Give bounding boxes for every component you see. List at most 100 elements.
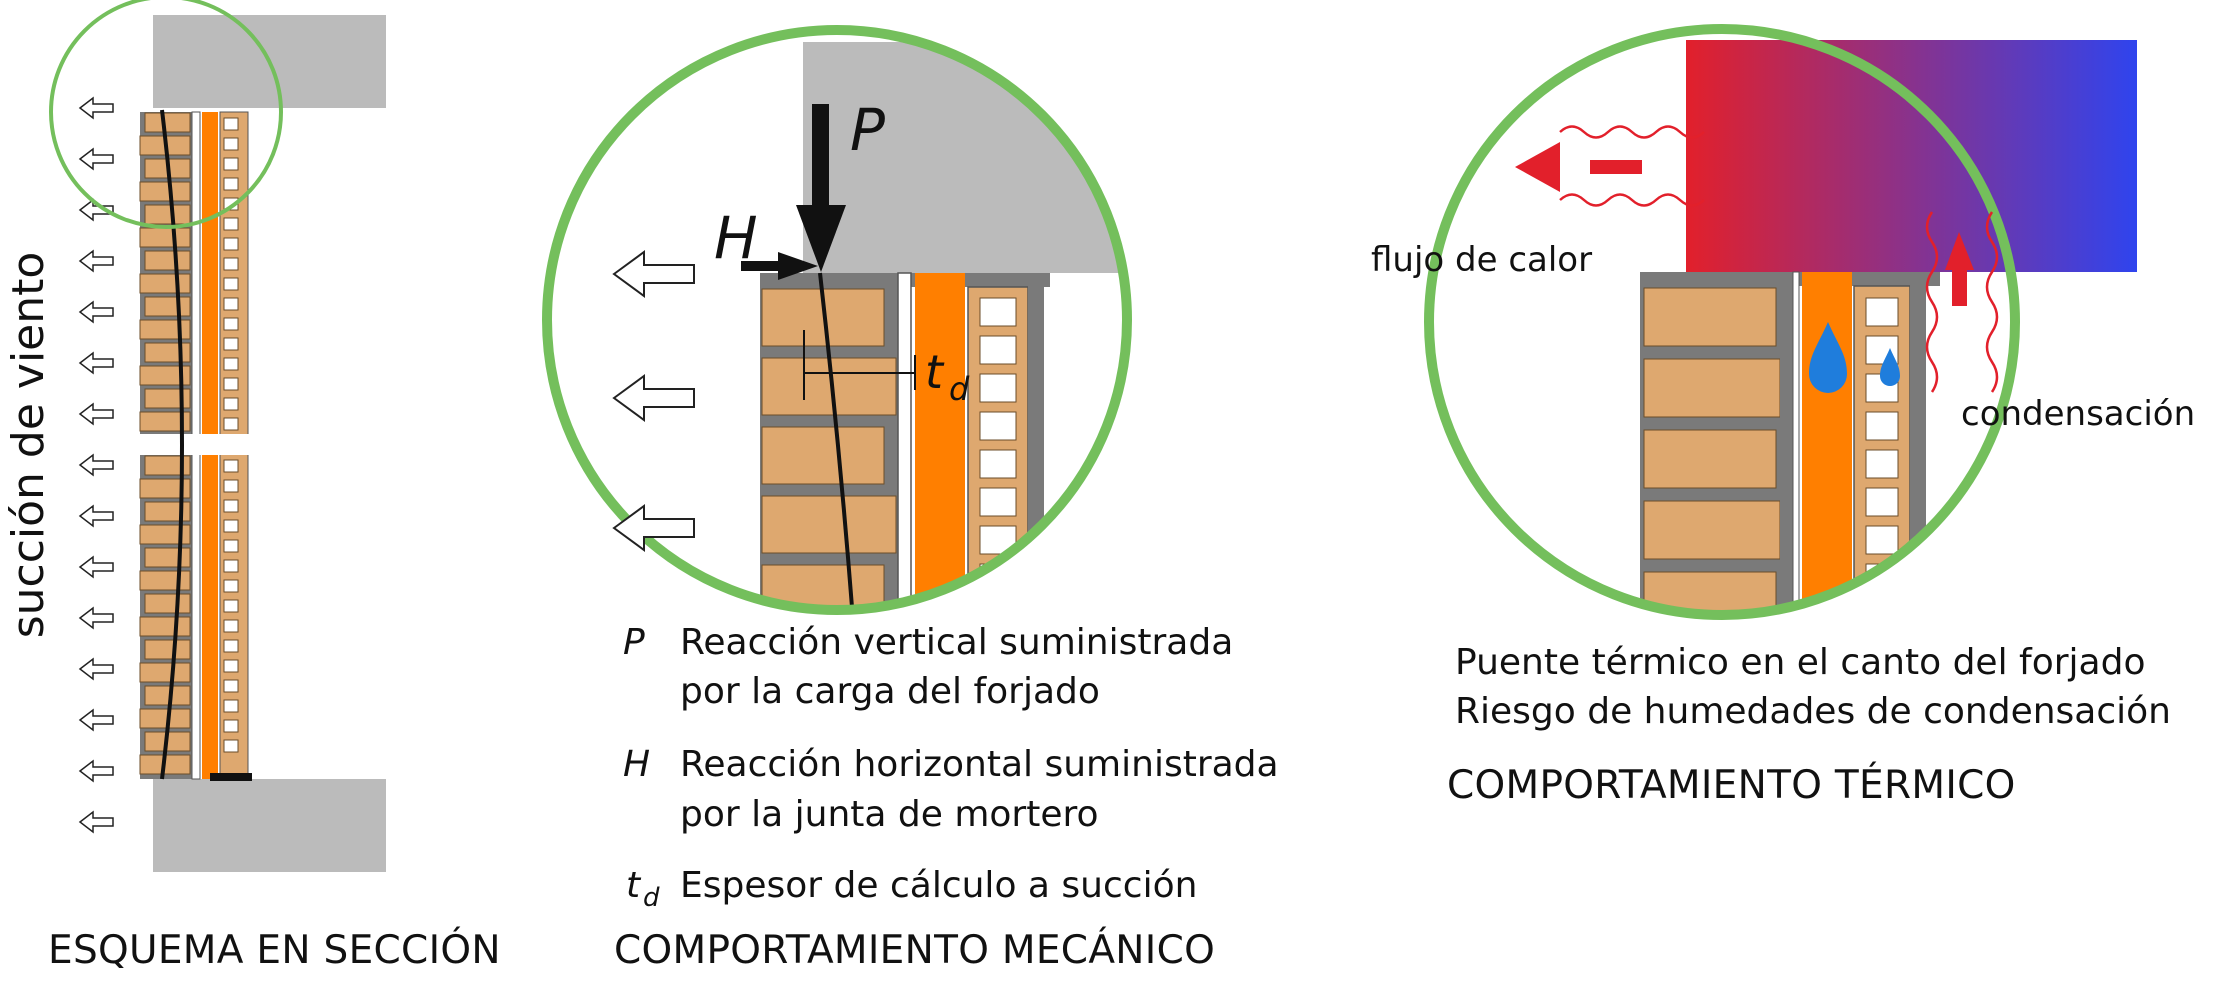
mech-air-gap — [897, 272, 912, 610]
legend-h-sym: H — [623, 744, 650, 785]
condensation-label: condensación — [1961, 394, 2195, 434]
hollow-brick-cell — [979, 297, 1017, 327]
brick — [1643, 500, 1781, 560]
section-gap-break — [130, 434, 260, 455]
thermal-caption: COMPORTAMIENTO TÉRMICO — [1447, 761, 2016, 808]
mechanical-legend: P Reacción vertical suministrada por la … — [623, 622, 1279, 913]
suction-arrow-icon — [79, 658, 114, 680]
thickness-symbol-t: t — [925, 345, 945, 399]
hollow-brick-cell — [1865, 449, 1899, 479]
hollow-brick-cell — [223, 619, 239, 633]
thermal-detail-circle — [1424, 24, 2020, 620]
brick — [1643, 287, 1777, 347]
brick — [144, 455, 191, 476]
brick — [144, 547, 191, 568]
brick — [144, 250, 191, 271]
deflection-line — [160, 109, 184, 780]
brick — [761, 426, 885, 485]
suction-arrow-icon — [79, 148, 114, 170]
brick — [139, 524, 191, 545]
suction-arrow-icon — [79, 556, 114, 578]
brick — [144, 112, 191, 133]
brick — [144, 204, 191, 225]
hollow-brick-cell — [979, 449, 1017, 479]
brick — [139, 273, 191, 294]
suction-arrow-icon — [79, 760, 114, 782]
section-panel: succión de viento ESQUEMA EN SECCIÓN — [3, 0, 501, 973]
legend-t-sym: t — [626, 865, 642, 906]
thermal-slab-gradient — [1686, 40, 2137, 272]
brick — [139, 570, 191, 591]
mech-insulation — [915, 273, 965, 610]
brick — [144, 593, 191, 614]
hollow-brick-cell — [1865, 297, 1899, 327]
brick — [139, 662, 191, 683]
hollow-brick-cell — [979, 335, 1017, 365]
mech-inner-post — [1028, 273, 1044, 610]
hollow-brick-cell — [223, 499, 239, 513]
hollow-brick-cell — [223, 417, 239, 431]
legend-p-line1: Reacción vertical suministrada — [680, 622, 1233, 663]
hollow-brick-cell — [223, 699, 239, 713]
hollow-brick-cell — [223, 679, 239, 693]
legend-t-line1: Espesor de cálculo a succión — [680, 865, 1197, 906]
force-h-symbol: H — [714, 204, 758, 272]
brick — [144, 296, 191, 317]
suction-arrow-icon — [79, 709, 114, 731]
hollow-brick-cell — [223, 659, 239, 673]
suction-arrow-icon — [79, 352, 114, 374]
brick — [761, 495, 897, 554]
hollow-brick-cell — [223, 177, 239, 191]
heat-flow-arrow — [1515, 125, 1705, 207]
thermal-inner-holes — [1865, 297, 1899, 593]
legend-h-line2: por la junta de mortero — [680, 794, 1099, 835]
hollow-brick-cell — [223, 539, 239, 553]
hollow-brick-cell — [223, 137, 239, 151]
hollow-brick-cell — [223, 397, 239, 411]
hollow-brick-cell — [223, 217, 239, 231]
suction-arrow-icon — [79, 250, 114, 272]
mechanical-caption: COMPORTAMIENTO MECÁNICO — [614, 926, 1215, 973]
brick — [139, 365, 191, 386]
suction-arrow-icon — [79, 403, 114, 425]
suction-arrow-icon — [79, 811, 114, 833]
mech-detail-circle — [542, 25, 1132, 615]
hollow-brick-cell — [223, 157, 239, 171]
thermal-line2: Riesgo de humedades de condensación — [1455, 691, 2171, 732]
brick — [139, 411, 191, 432]
hollow-brick-cell — [223, 377, 239, 391]
hollow-brick-cell — [223, 357, 239, 371]
force-h-arrow — [741, 252, 818, 280]
brick — [144, 342, 191, 363]
hollow-brick-cell — [223, 317, 239, 331]
hollow-brick-cell — [223, 719, 239, 733]
suction-arrow-icon — [79, 505, 114, 527]
hollow-brick-cell — [223, 117, 239, 131]
legend-p-line2: por la carga del forjado — [680, 671, 1100, 712]
thickness-symbol-d: d — [949, 370, 970, 408]
brick — [139, 227, 191, 248]
hollow-brick-cell — [223, 739, 239, 753]
thickness-dimension — [803, 330, 916, 400]
brick — [144, 501, 191, 522]
hollow-brick-cell — [223, 277, 239, 291]
brick — [144, 388, 191, 409]
water-drop-icon — [1809, 322, 1900, 393]
hollow-brick-cell — [223, 237, 239, 251]
mech-suction-arrows — [613, 251, 695, 551]
hollow-brick-cell — [979, 373, 1017, 403]
hollow-brick-cell — [1865, 525, 1899, 555]
hollow-brick-cell — [1865, 487, 1899, 517]
hollow-brick-cell — [223, 579, 239, 593]
thermal-bricks — [1643, 287, 1781, 615]
hollow-brick-cell — [223, 519, 239, 533]
brick — [1643, 358, 1781, 418]
hollow-brick-cell — [223, 297, 239, 311]
brick — [144, 639, 191, 660]
thermal-line1: Puente térmico en el canto del forjado — [1455, 642, 2145, 683]
mech-deflection-line — [818, 272, 855, 610]
legend-t-sub: d — [643, 883, 660, 913]
brick — [139, 181, 191, 202]
suction-arrow-icon — [79, 607, 114, 629]
thermal-outer-post — [1780, 272, 1793, 615]
